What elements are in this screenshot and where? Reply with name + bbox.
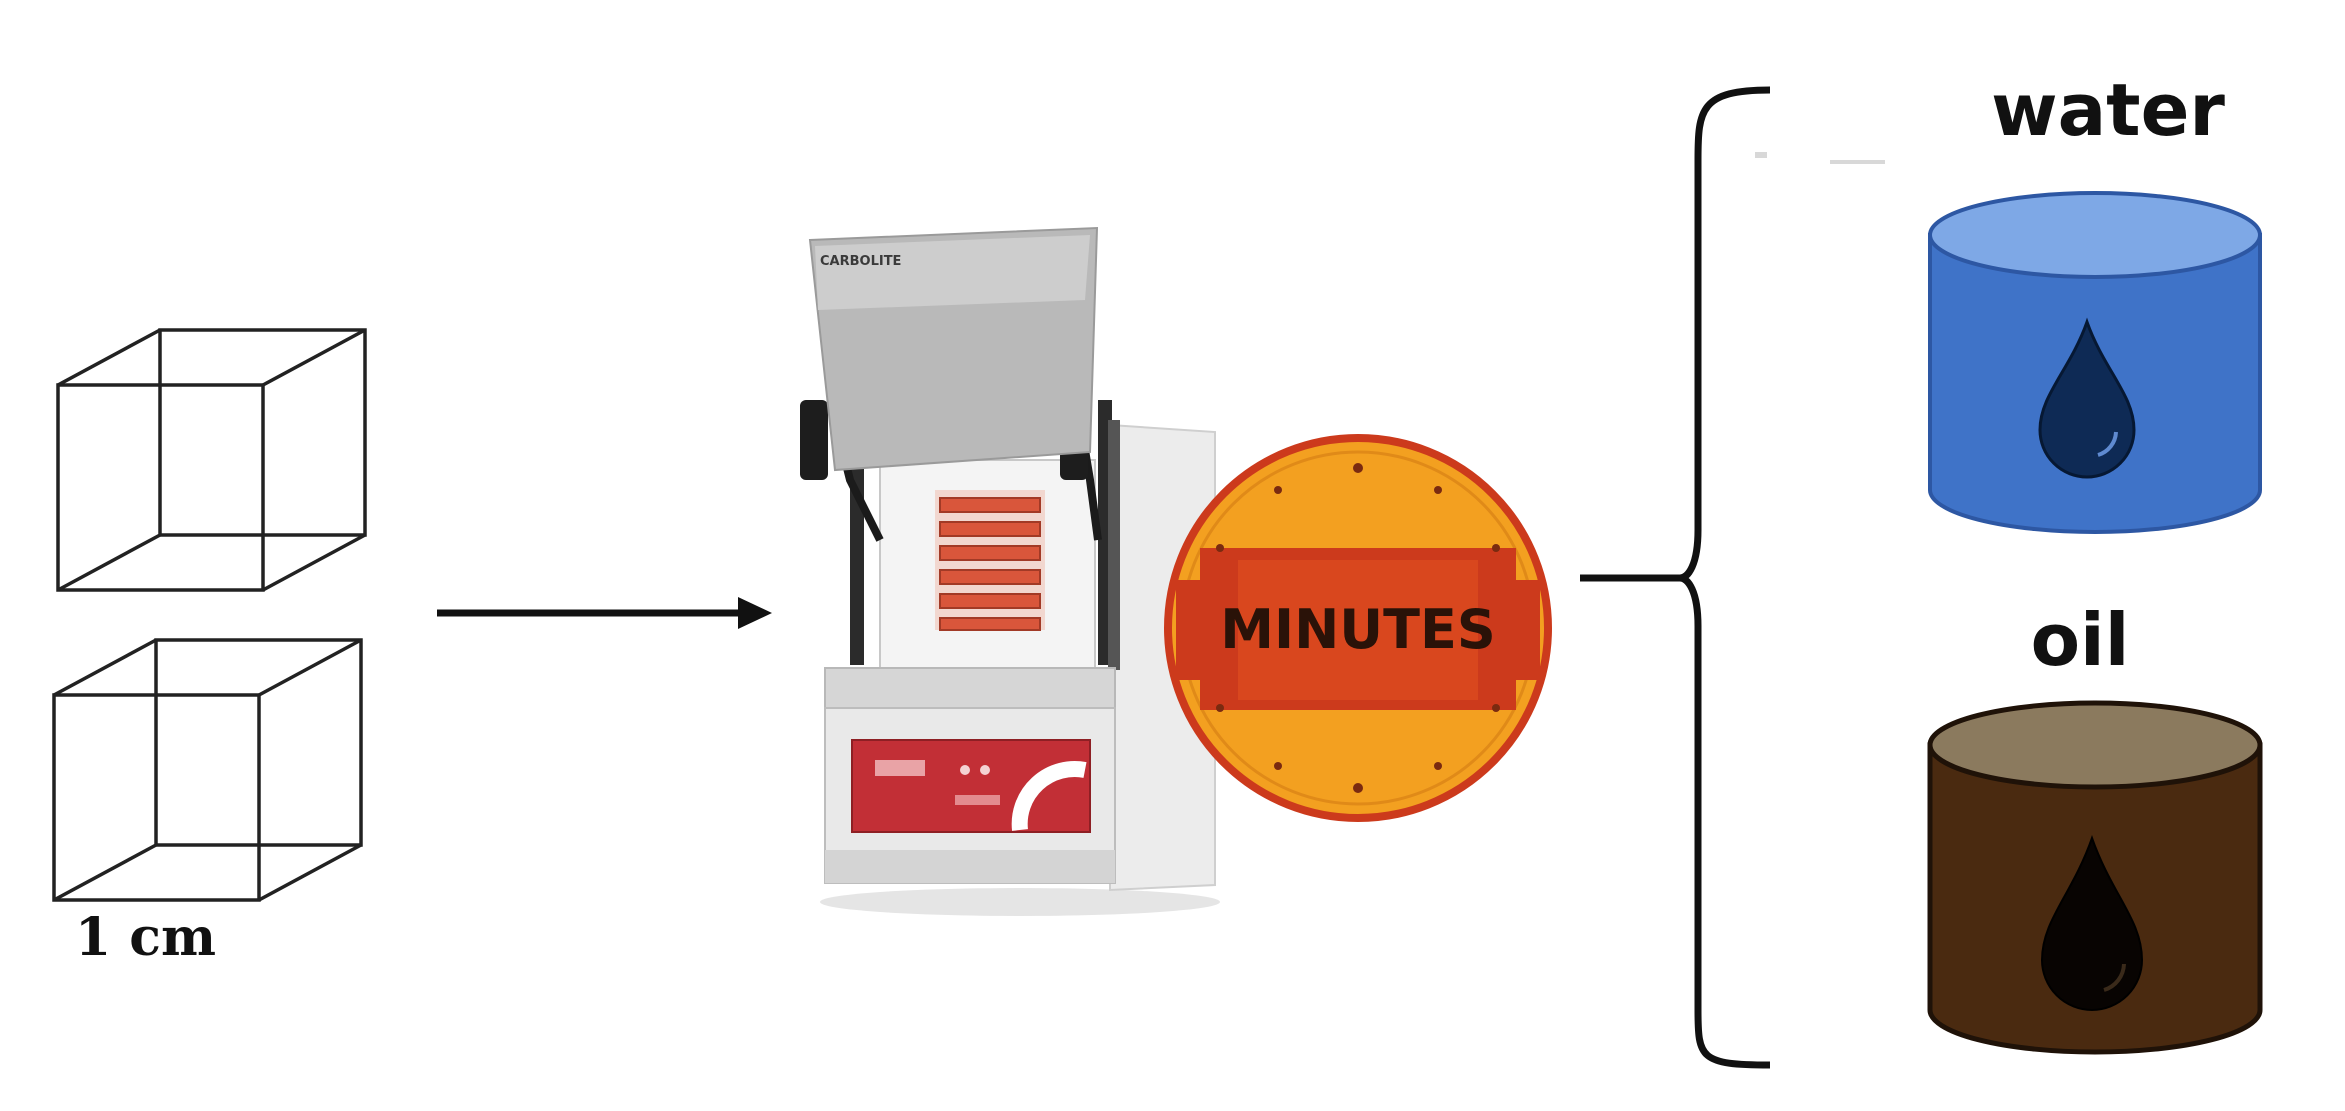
water-tank-icon xyxy=(1928,191,2262,534)
arrow-right-icon xyxy=(437,597,772,629)
oil-tank-icon xyxy=(1927,700,2263,1055)
outcome-label-oil: oil xyxy=(2031,598,2130,682)
cube-top xyxy=(56,328,367,592)
timer-label: MINUTES xyxy=(1220,598,1495,661)
cube-bottom xyxy=(52,638,363,902)
furnace-brand-label: CARBOLITE xyxy=(820,254,901,269)
water-drop-icon xyxy=(2038,317,2136,479)
furnace-icon: CARBOLITE xyxy=(800,226,1220,916)
clock-icon: MINUTES xyxy=(1164,434,1552,822)
oil-drop-icon xyxy=(2040,834,2144,1011)
brace-icon xyxy=(1580,86,1771,1069)
cube-size-label: 1 cm xyxy=(75,907,216,968)
outcome-label-water: water xyxy=(1991,68,2225,152)
